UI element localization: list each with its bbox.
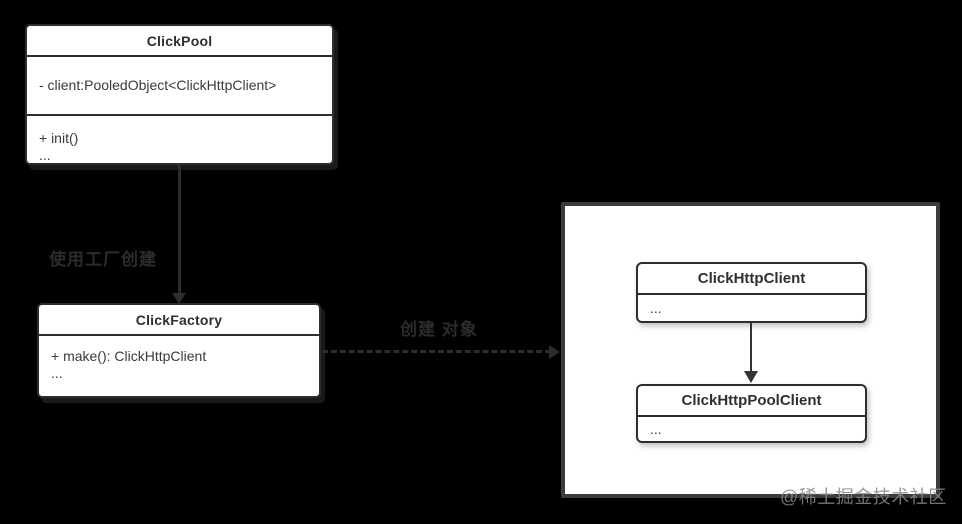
clickfactory-methods: + make(): ClickHttpClient ... <box>39 336 319 396</box>
class-title-clickhttppoolclient: ClickHttpPoolClient <box>638 386 865 417</box>
clickhttpclient-body: ... <box>650 300 662 316</box>
class-box-clickpool: ClickPool - client:PooledObject<ClickHtt… <box>25 24 334 165</box>
class-box-clickfactory: ClickFactory + make(): ClickHttpClient .… <box>37 303 321 398</box>
clickpool-methods: + init() ... <box>27 116 332 170</box>
client-poolclient-connector-line <box>750 323 752 373</box>
method-line: + init() <box>39 130 79 146</box>
pool-factory-connector-line <box>178 165 181 295</box>
client-poolclient-arrowhead-icon <box>744 371 758 383</box>
attribute-line: - client:PooledObject<ClickHttpClient> <box>39 77 277 93</box>
juejin-watermark: @稀土掘金技术社区 <box>780 487 947 507</box>
method-line: + make(): ClickHttpClient <box>51 348 207 364</box>
clickhttppoolclient-body: ... <box>650 421 662 437</box>
class-title-clickfactory: ClickFactory <box>39 305 319 336</box>
class-title-clickpool: ClickPool <box>27 26 332 57</box>
class-box-clickhttppoolclient: ClickHttpPoolClient ... <box>636 384 867 443</box>
pool-factory-edge-label: 使用工厂创建 <box>49 250 157 269</box>
factory-frame-arrowhead-icon <box>549 345 560 359</box>
method-line: ... <box>39 147 51 163</box>
class-title-clickhttpclient: ClickHttpClient <box>638 264 865 295</box>
factory-frame-dashed-line <box>322 350 551 353</box>
method-line: ... <box>51 365 63 381</box>
clickpool-attributes: - client:PooledObject<ClickHttpClient> <box>27 57 332 116</box>
factory-frame-edge-label: 创建 对象 <box>400 320 478 339</box>
pool-factory-arrowhead-icon <box>172 293 186 304</box>
class-box-clickhttpclient: ClickHttpClient ... <box>636 262 867 323</box>
